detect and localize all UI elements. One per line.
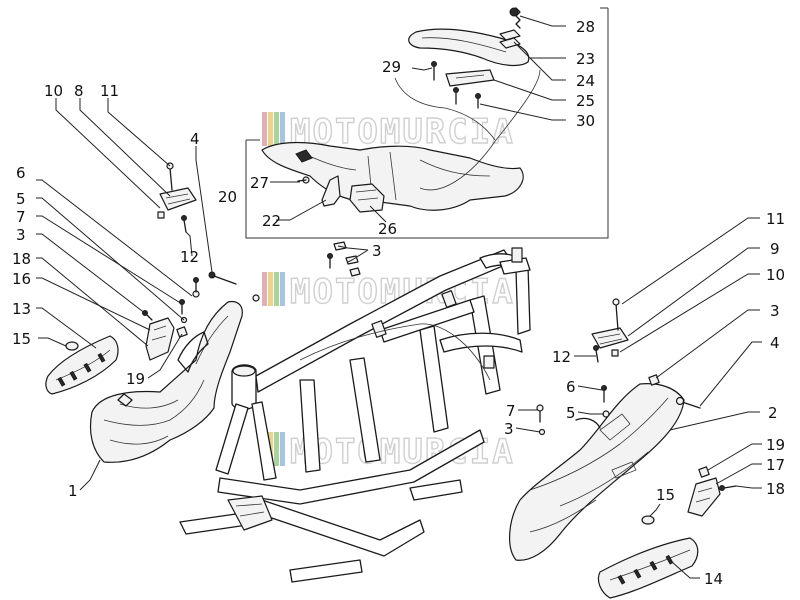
callout-13: 13 <box>12 300 31 318</box>
callout-23: 23 <box>576 50 595 68</box>
callout-10-left: 10 <box>44 82 63 100</box>
callout-16: 16 <box>12 270 31 288</box>
callout-3-center: 3 <box>372 242 382 260</box>
right-inspection-cover <box>687 477 721 517</box>
callout-5-right: 5 <box>566 404 576 422</box>
seat-hinge-bracket <box>445 69 495 87</box>
callout-19-left: 19 <box>126 370 145 388</box>
callout-7-left: 7 <box>16 208 26 226</box>
callout-3-right: 3 <box>770 302 780 320</box>
callout-10-right: 10 <box>766 266 785 284</box>
callout-1: 1 <box>68 482 78 500</box>
callout-28: 28 <box>576 18 595 36</box>
callout-17: 17 <box>766 456 785 474</box>
scooter-frame <box>179 241 531 583</box>
left-cap <box>65 341 79 351</box>
callout-5-left: 5 <box>16 190 26 208</box>
callout-6-right: 6 <box>566 378 576 396</box>
callout-27: 27 <box>250 174 269 192</box>
callout-6-left: 6 <box>16 164 26 182</box>
right-side-panel-group <box>509 298 737 599</box>
frame-fasteners <box>208 241 361 302</box>
callout-18-left: 18 <box>12 250 31 268</box>
callout-15-left: 15 <box>12 330 31 348</box>
seat-storage-inset <box>245 7 609 239</box>
right-cap <box>641 515 655 525</box>
callout-30: 30 <box>576 112 595 130</box>
seat-release-lever <box>321 175 341 207</box>
callout-11-right: 11 <box>766 210 785 228</box>
callout-4-right: 4 <box>770 334 780 352</box>
left-side-panel <box>89 300 243 463</box>
leader-lines <box>36 15 762 579</box>
callout-9: 9 <box>770 240 780 258</box>
right-passenger-footrest <box>591 327 629 349</box>
callout-22: 22 <box>262 212 281 230</box>
seat-lock-latch <box>349 183 385 213</box>
right-trim-cover <box>597 537 699 599</box>
callout-24: 24 <box>576 72 595 90</box>
callout-2: 2 <box>768 404 778 422</box>
callout-29: 29 <box>382 58 401 76</box>
callout-18-right: 18 <box>766 480 785 498</box>
callout-19-right: 19 <box>766 436 785 454</box>
callout-14: 14 <box>704 570 723 588</box>
callout-25: 25 <box>576 92 595 110</box>
callout-15-right: 15 <box>656 486 675 504</box>
left-trim-cover <box>45 335 119 395</box>
callout-12-right: 12 <box>552 348 571 366</box>
callout-11-left: 11 <box>100 82 119 100</box>
callout-labels: 10 8 11 4 6 5 7 3 18 16 13 15 19 1 12 3 … <box>12 18 785 588</box>
callout-3-lower: 3 <box>504 420 514 438</box>
callout-12-left: 12 <box>180 248 199 266</box>
callout-4-left: 4 <box>190 130 200 148</box>
helmet-compartment <box>261 141 524 211</box>
callout-26: 26 <box>378 220 397 238</box>
callout-8: 8 <box>74 82 84 100</box>
left-passenger-footrest <box>159 187 197 211</box>
callout-3-left: 3 <box>16 226 26 244</box>
callout-20: 20 <box>218 188 237 206</box>
callout-7-right: 7 <box>506 402 516 420</box>
left-inspection-cover <box>145 317 175 361</box>
right-side-panel <box>509 383 685 561</box>
